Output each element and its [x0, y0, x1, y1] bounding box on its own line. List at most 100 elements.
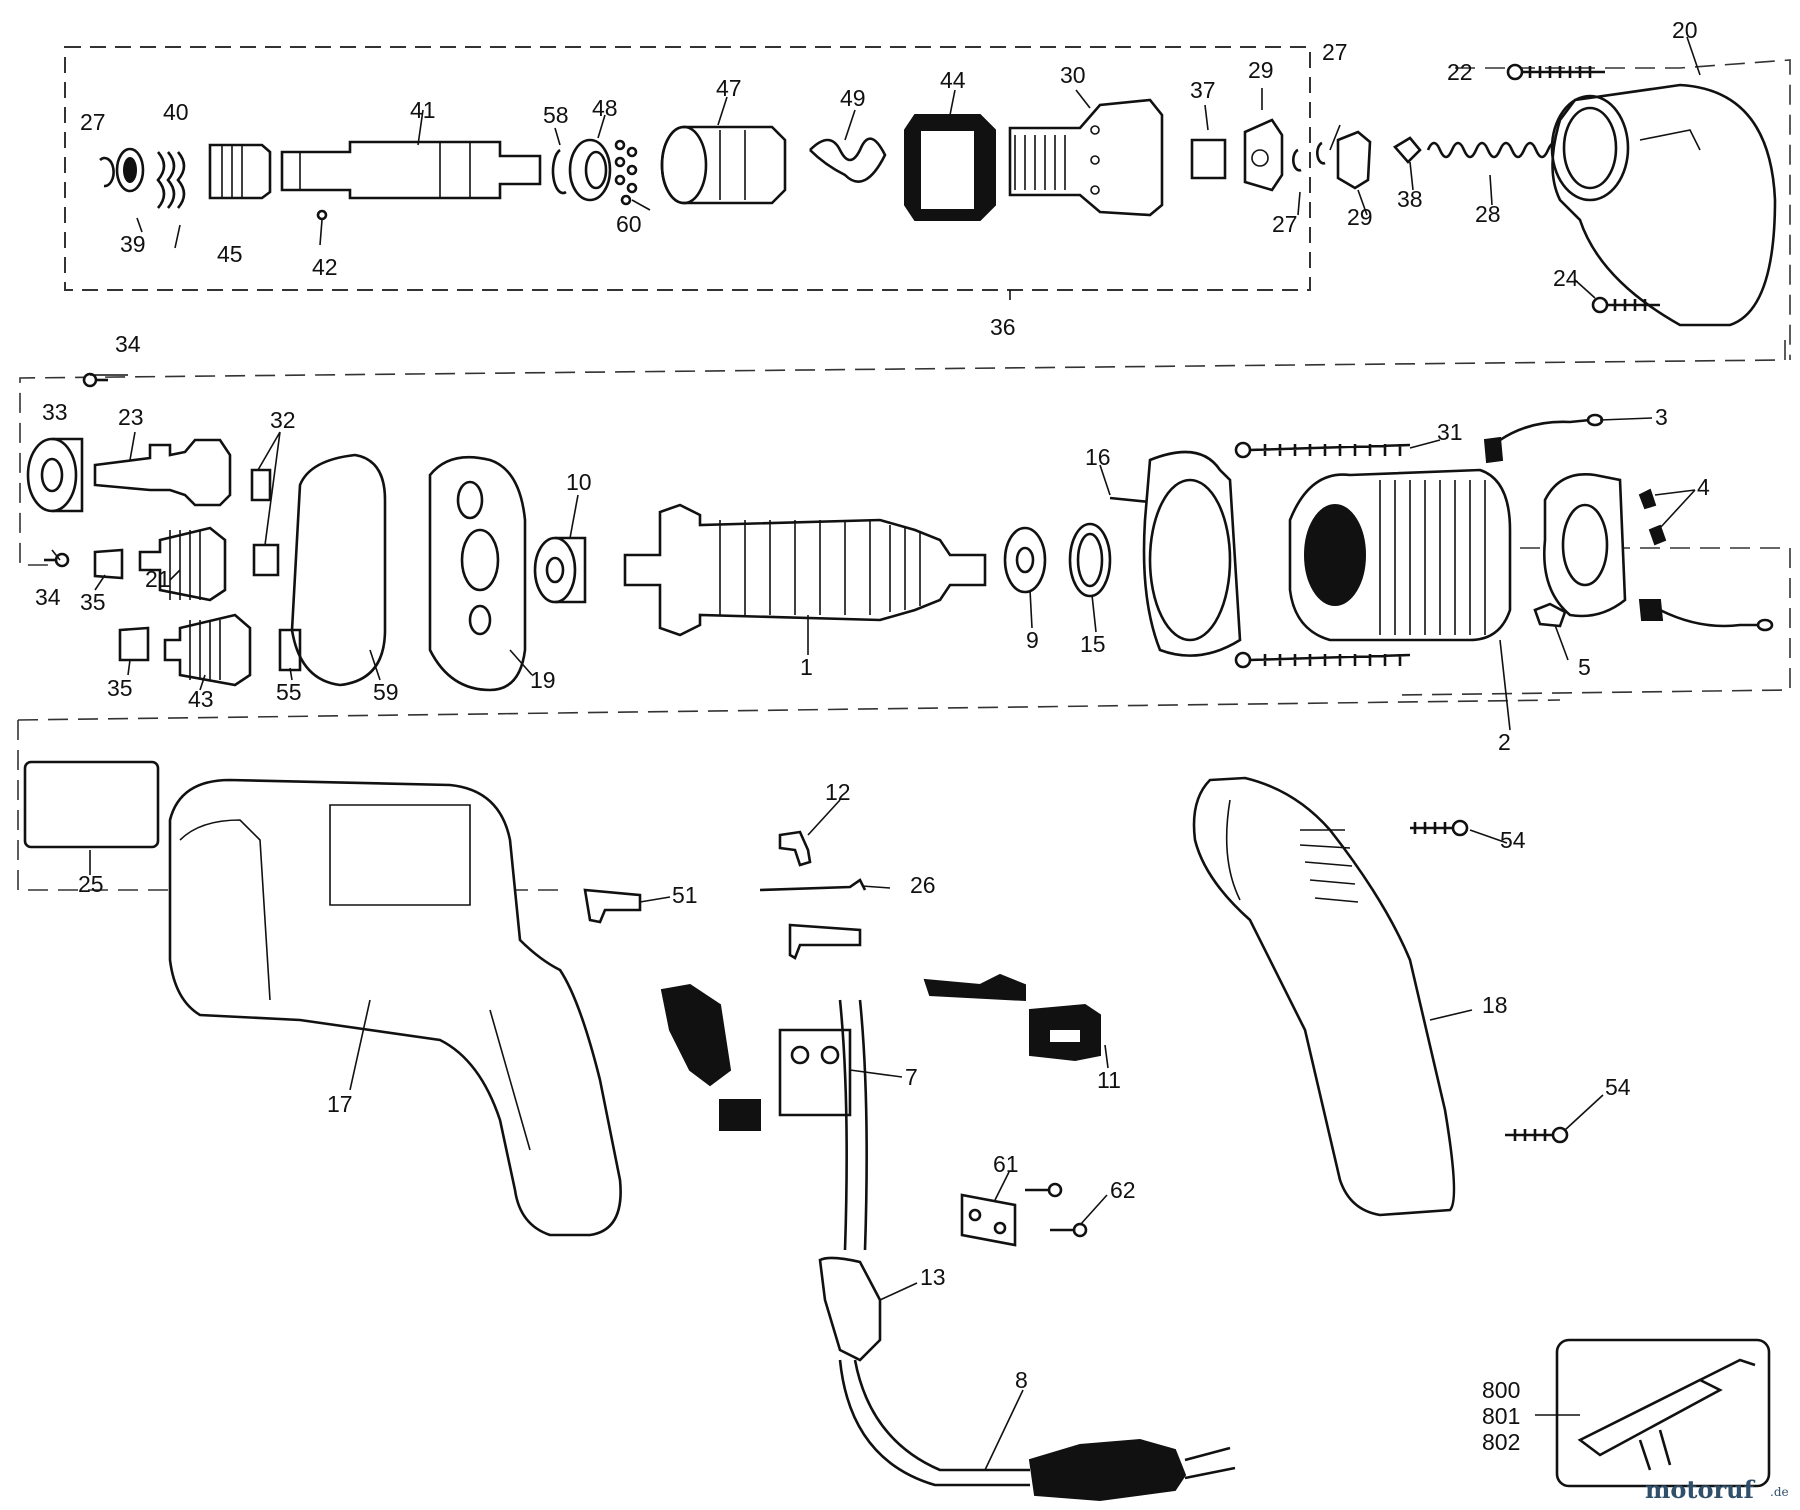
gear-21 [138, 526, 227, 602]
nut-29-left [1243, 118, 1284, 192]
screw-54-top [1410, 819, 1469, 837]
label-23: 23 [118, 404, 144, 430]
label-33: 33 [42, 399, 68, 425]
ball-42 [316, 209, 328, 221]
bushing-37 [1190, 138, 1227, 180]
label-25: 25 [78, 871, 104, 897]
label-21: 21 [145, 566, 171, 592]
label-45: 45 [217, 241, 243, 267]
label-26: 26 [910, 872, 936, 898]
screw-31-top [1234, 441, 1411, 459]
label-49: 49 [840, 85, 866, 111]
bushing-35-top [93, 548, 124, 580]
motor-assembly-boundary [19, 340, 1786, 566]
bearing-10 [533, 536, 587, 604]
cover-boundary [1455, 59, 1791, 360]
label-20: 20 [1672, 17, 1698, 43]
housing-boundary [17, 699, 1561, 891]
label-42: 42 [312, 254, 338, 280]
sleeve-47 [660, 125, 787, 205]
label-2: 2 [1498, 729, 1511, 755]
label-30: 30 [1060, 62, 1086, 88]
label-29-top: 29 [1248, 57, 1274, 83]
armature-1 [623, 503, 987, 637]
spring-28 [1426, 141, 1562, 159]
label-58: 58 [543, 102, 569, 128]
label-22: 22 [1447, 59, 1473, 85]
pin-16 [1109, 496, 1151, 504]
switch-11 [923, 973, 1101, 1062]
label-19: 19 [530, 667, 556, 693]
label-29-bottom: 29 [1347, 204, 1373, 230]
label-59: 59 [373, 679, 399, 705]
label-55: 55 [276, 679, 302, 705]
clutch-44 [904, 114, 996, 221]
screw-22 [1506, 63, 1605, 81]
screw-54-bottom [1505, 1126, 1569, 1144]
label-12: 12 [825, 779, 851, 805]
bearing-32-bottom [252, 543, 280, 577]
gear-housing-30 [1008, 98, 1164, 217]
cord-clamp-61 [960, 1193, 1017, 1247]
bearing-32-top [250, 468, 272, 502]
kit-800 [1555, 1338, 1771, 1488]
label-51: 51 [672, 882, 698, 908]
cord-8 [838, 999, 1236, 1502]
label-35-bottom: 35 [107, 675, 133, 701]
gear-assembly-boundary [64, 46, 1311, 291]
label-18: 18 [1482, 992, 1508, 1018]
label-38: 38 [1397, 186, 1423, 212]
screw-62-bottom [1050, 1222, 1088, 1238]
label-31: 31 [1437, 419, 1463, 445]
screw-31-bottom [1234, 651, 1411, 669]
label-60: 60 [616, 211, 642, 237]
label-35-top: 35 [80, 589, 106, 615]
label-801: 801 [1482, 1403, 1520, 1429]
housing-17 [168, 778, 622, 1237]
switch-7 [660, 983, 852, 1131]
label-24: 24 [1553, 265, 1579, 291]
bearing-33 [26, 437, 84, 513]
label-41: 41 [410, 97, 436, 123]
screw-38 [1393, 136, 1422, 164]
screw-24 [1591, 296, 1660, 314]
nut-29-right [1336, 130, 1372, 190]
nameplate-25 [23, 760, 160, 849]
label-28: 28 [1475, 201, 1501, 227]
ring-27-right [1292, 148, 1302, 172]
label-37: 37 [1190, 77, 1216, 103]
shaft-23 [93, 438, 232, 507]
bearing-9 [1003, 526, 1047, 594]
label-15: 15 [1080, 631, 1106, 657]
screw-34-top [82, 372, 108, 388]
leader-lines [51, 36, 1701, 1471]
ring-58 [551, 148, 567, 195]
ring-27-left [99, 156, 115, 188]
label-39: 39 [120, 231, 146, 257]
spring-40 [156, 151, 186, 209]
screw-34-bottom [44, 552, 70, 568]
label-1: 1 [800, 654, 813, 680]
label-11: 11 [1097, 1067, 1121, 1093]
label-9: 9 [1026, 627, 1039, 653]
lead [1638, 599, 1774, 632]
ring-27-top [1316, 141, 1326, 165]
bearing-48 [568, 138, 612, 202]
cord-protector-13 [818, 1256, 882, 1362]
label-27-top: 27 [1322, 39, 1348, 65]
label-16: 16 [1085, 444, 1111, 470]
label-3: 3 [1655, 404, 1668, 430]
spring-49 [809, 137, 887, 183]
balls-60 [614, 139, 638, 206]
gasket-59 [290, 453, 387, 687]
label-40: 40 [163, 99, 189, 125]
label-5: 5 [1578, 654, 1591, 680]
watermark-suffix: .de [1770, 1485, 1789, 1499]
field-2 [1288, 468, 1512, 642]
end-plate-19 [428, 455, 527, 692]
screw-62-top [1025, 1182, 1063, 1198]
label-48: 48 [592, 95, 618, 121]
label-17: 17 [327, 1091, 353, 1117]
label-7: 7 [905, 1064, 918, 1090]
